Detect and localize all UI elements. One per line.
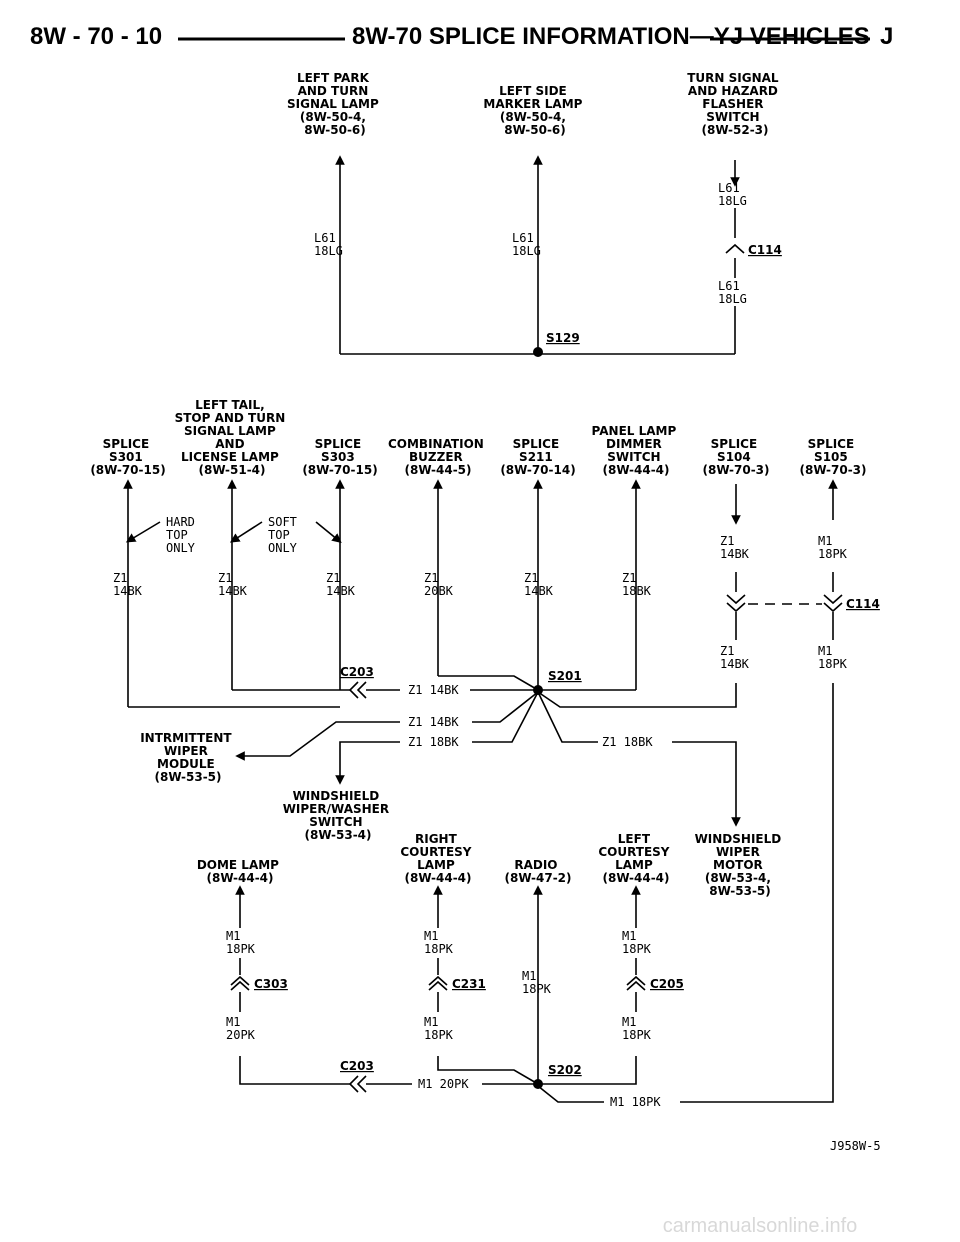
wiper-washer-switch-label: WINDSHIELD WIPER/WASHER SWITCH (8W-53-4) xyxy=(283,789,394,842)
wire-to-wiper-motor xyxy=(672,741,741,827)
c303-label: C303 xyxy=(254,977,288,991)
splice-s301-label: SPLICE S301 (8W-70-15) xyxy=(90,437,165,477)
c203-connector-symbol xyxy=(348,681,367,699)
wire-label-l61-left: L61 18LG xyxy=(314,231,343,258)
hard-top-only-note: HARD TOP ONLY xyxy=(166,515,202,555)
panel-lamp-dimmer-label: PANEL LAMP DIMMER SWITCH (8W-44-4) xyxy=(592,424,681,477)
page-title: 8W-70 SPLICE INFORMATION—YJ VEHICLES xyxy=(352,23,870,50)
wire-s201-to-wiper-motor xyxy=(537,691,598,743)
run-label-z1-18bk-switch: Z1 18BK xyxy=(408,735,459,749)
splice-s211-label: SPLICE S211 (8W-70-14) xyxy=(500,437,575,477)
c203-mid-label: C203 xyxy=(340,665,374,679)
c203-bottom-connector-symbol xyxy=(348,1075,367,1093)
wire-to-intermittent-wiper xyxy=(235,721,400,761)
splice-s129-dot xyxy=(533,347,543,357)
left-tail-stop-turn-lamp-label: LEFT TAIL, STOP AND TURN SIGNAL LAMP AND… xyxy=(175,398,290,477)
left-side-marker-lamp-label: LEFT SIDE MARKER LAMP (8W-50-4, 8W-50-6) xyxy=(483,84,586,137)
section-letter: J xyxy=(880,23,893,50)
c114-connector-symbol xyxy=(725,243,745,254)
combination-buzzer-label: COMBINATION BUZZER (8W-44-5) xyxy=(388,437,488,477)
splice-s201-dot xyxy=(533,685,543,695)
c203-bottom-label: C203 xyxy=(340,1059,374,1073)
wire-s202-to-m1-18pk xyxy=(537,1085,604,1103)
c114-mid-label: C114 xyxy=(846,597,880,611)
top-section: LEFT PARK AND TURN SIGNAL LAMP (8W-50-4,… xyxy=(287,71,783,357)
wire-to-wiper-switch xyxy=(335,741,400,785)
wire-dome-bus xyxy=(239,1056,350,1085)
c205-connector-symbol xyxy=(626,975,646,991)
page-header: 8W - 70 - 10 8W-70 SPLICE INFORMATION—YJ… xyxy=(30,23,893,50)
hard-top-branch xyxy=(125,521,161,543)
c231-label: C231 xyxy=(452,977,486,991)
wire-label-l61-mid: L61 18LG xyxy=(512,231,541,258)
run-label-z1-18bk-motor: Z1 18BK xyxy=(602,735,653,749)
wire-s105-m1-long-run xyxy=(680,683,834,1103)
soft-top-branch-right xyxy=(315,521,342,544)
turn-hazard-flasher-label: TURN SIGNAL AND HAZARD FLASHER SWITCH (8… xyxy=(687,71,783,137)
c114-m1-connector-symbol xyxy=(823,594,843,613)
s129-label: S129 xyxy=(546,331,580,345)
s201-label: S201 xyxy=(548,669,582,683)
run-label-z1-14bk-module: Z1 14BK xyxy=(408,715,459,729)
splice-s202-dot xyxy=(533,1079,543,1089)
left-courtesy-lamp-label: LEFT COURTESY LAMP (8W-44-4) xyxy=(598,832,673,885)
right-courtesy-lamp-label: RIGHT COURTESY LAMP (8W-44-4) xyxy=(400,832,475,885)
c303-connector-symbol xyxy=(230,975,250,991)
splice-s104-label: SPLICE S104 (8W-70-3) xyxy=(702,437,769,477)
wire-label-l61-flasher: L61 18LG xyxy=(718,181,747,208)
wire-left-courtesy-to-s202 xyxy=(538,1056,637,1085)
wire-s104-to-s201 xyxy=(537,683,737,708)
c205-label: C205 xyxy=(650,977,684,991)
left-park-turn-lamp-label: LEFT PARK AND TURN SIGNAL LAMP (8W-50-4,… xyxy=(287,71,383,137)
wire-s201-to-wiper-module xyxy=(472,691,539,723)
s202-label: S202 xyxy=(548,1063,582,1077)
soft-top-branch-left xyxy=(229,521,263,543)
run-label-z1-14bk-c203: Z1 14BK xyxy=(408,683,459,697)
splice-s105-label: SPLICE S105 (8W-70-3) xyxy=(799,437,866,477)
c114-z1-connector-symbol xyxy=(726,594,746,613)
wire-label-l61-c114: L61 18LG xyxy=(718,279,747,306)
watermark: carmanualsonline.info xyxy=(663,1215,858,1237)
windshield-wiper-motor-label: WINDSHIELD WIPER MOTOR (8W-53-4, 8W-53-5… xyxy=(695,832,786,898)
page-number: 8W - 70 - 10 xyxy=(30,23,162,50)
soft-top-only-note: SOFT TOP ONLY xyxy=(268,515,304,555)
middle-section: SPLICE S301 (8W-70-15) LEFT TAIL, STOP A… xyxy=(90,398,880,1103)
dome-lamp-label: DOME LAMP (8W-44-4) xyxy=(197,858,283,885)
intermittent-wiper-module-label: INTRMITTENT WIPER MODULE (8W-53-5) xyxy=(140,731,236,784)
run-label-m1-18pk: M1 18PK xyxy=(610,1095,661,1109)
wire-right-courtesy-to-s202 xyxy=(437,1056,539,1085)
splice-s303-label: SPLICE S303 (8W-70-15) xyxy=(302,437,377,477)
run-label-m1-20pk: M1 20PK xyxy=(418,1077,469,1091)
c114-label: C114 xyxy=(748,243,782,257)
wire-s201-to-wiper-switch xyxy=(472,691,539,743)
bottom-section: DOME LAMP (8W-44-4) RIGHT COURTESY LAMP … xyxy=(197,832,786,1109)
figure-reference: J958W-5 xyxy=(830,1139,881,1153)
c231-connector-symbol xyxy=(428,975,448,991)
radio-label: RADIO (8W-47-2) xyxy=(504,858,571,885)
wire-buzzer-to-s201 xyxy=(438,675,539,691)
